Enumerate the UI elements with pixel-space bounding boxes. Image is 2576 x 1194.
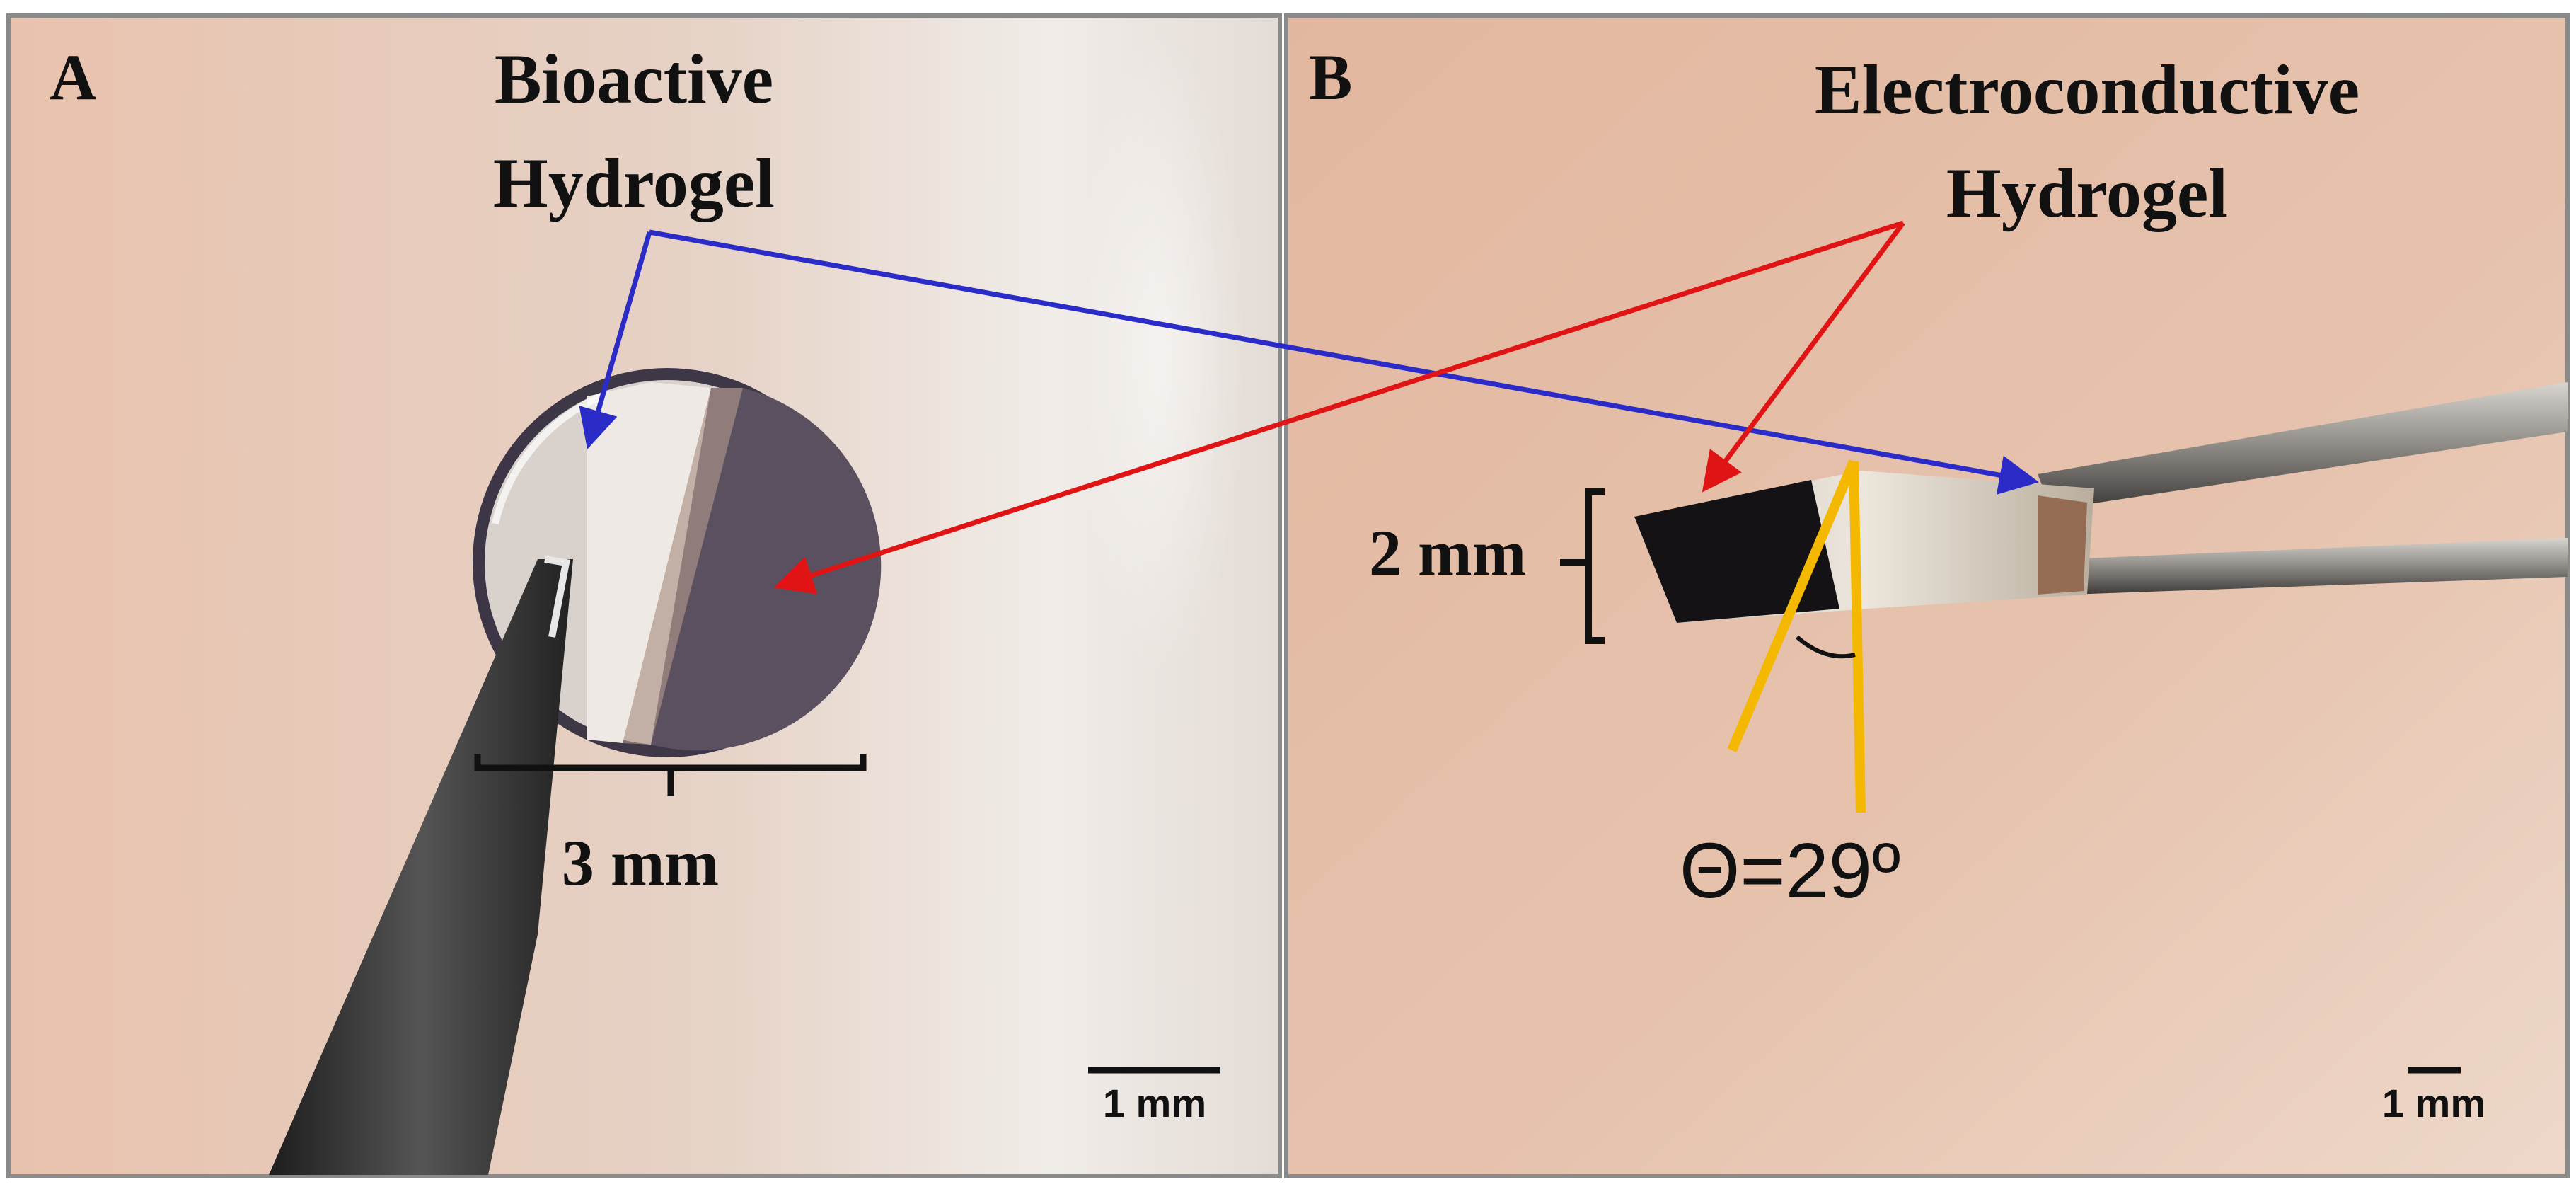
electroconductive-hydrogel-strip [1634,471,2094,623]
tweezer-b-lower-arm [2066,538,2568,595]
panel-a: A Bioactive Hydrogel 3 mm 1 mm [6,13,1282,1178]
electroconductive-label-line1: Electroconductive [1815,50,2360,129]
dimension-label-2mm: 2 mm [1369,517,1526,589]
electroconductive-arrow-to-strip [1702,221,1905,493]
tweezer-a-tip-highlight [544,556,570,638]
electroconductive-label-line2: Hydrogel [1946,154,2228,232]
annotation-arrows [579,220,2039,595]
angle-arc [1796,635,1856,659]
panel-b: B Electroconductive Hydrogel 2 mm Θ=29º … [1284,13,2570,1178]
bioactive-arrow-to-strip [649,229,2039,495]
bioactive-label-line1: Bioactive [495,40,773,118]
tweezer-a [269,559,573,1175]
dimension-bracket-3mm [474,754,867,796]
bioactive-label-line2: Hydrogel [493,144,775,222]
scale-bar-b-label: 1 mm [2382,1081,2485,1125]
dimension-label-3mm: 3 mm [562,827,719,899]
dimension-bracket-2mm [1560,488,1605,644]
panel-a-letter: A [50,41,96,113]
tweezer-b-upper-arm [2038,382,2568,510]
panel-b-letter: B [1309,41,1352,113]
angle-line-slanted [1727,459,1859,752]
angle-label: Θ=29º [1680,827,1900,914]
angle-line-vertical [1849,461,1866,813]
bioactive-arrow-to-disc [579,231,652,449]
scale-bar-a-label: 1 mm [1103,1081,1206,1125]
panel-a-light-glare [1075,28,1245,679]
electroconductive-arrow-to-disc [773,220,1905,595]
